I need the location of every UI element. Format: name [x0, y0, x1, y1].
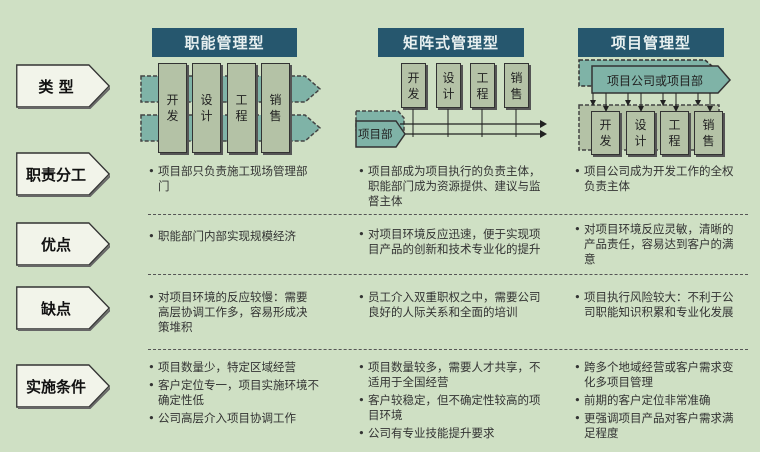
- matrix-lines: [355, 109, 547, 148]
- row-divider: [148, 349, 748, 350]
- cell-responsibility-project: 项目公司成为开发工作的全权负责主体: [574, 164, 744, 197]
- row-label-advantages: 优点: [15, 221, 110, 267]
- cell-advantages-functional: 职能部门内部实现规模经济: [148, 229, 338, 247]
- cell-disadvantages-project: 项目执行风险较大：不利于公司职能知识积累和专业化发展: [574, 290, 744, 323]
- column-header-project: 项目管理型: [578, 28, 724, 57]
- cell-responsibility-functional: 项目部只负责施工现场管理部门: [148, 164, 318, 197]
- cell-advantages-project: 对项目环境反应灵敏，清晰的产品责任，容易达到客户的满意: [574, 222, 744, 270]
- dept-box-development: 开发: [591, 111, 620, 155]
- dept-box-design: 设计: [626, 111, 655, 155]
- row-label-disadvantages: 缺点: [15, 285, 110, 331]
- row-divider: [148, 214, 748, 215]
- condition-item: 客户较稳定，但不确定性较高的项目环境: [358, 393, 546, 423]
- pentagon-arrow-icon: [16, 64, 110, 109]
- cell-responsibility-matrix: 项目部成为项目执行的负责主体，职能部门成为资源提供、建议与监督主体: [358, 164, 542, 212]
- dept-box-sales: 销售: [694, 111, 723, 155]
- dept-box-development: 开发: [158, 63, 187, 153]
- dept-box-design: 设计: [192, 63, 221, 153]
- project-company-label: 项目公司或项目部: [607, 74, 704, 88]
- pentagon-arrow-icon: [16, 364, 110, 409]
- pentagon-arrow-icon: [16, 286, 110, 331]
- column-header-matrix: 矩阵式管理型: [378, 28, 524, 57]
- row-divider: [148, 274, 748, 275]
- row-label-conditions: 实施条件: [15, 363, 110, 409]
- cell-disadvantages-functional: 对项目环境的反应较慢：需要高层协调工作多，容易形成决策堆积: [148, 290, 308, 338]
- condition-item: 公司高层介入项目协调工作: [148, 411, 330, 426]
- cell-disadvantages-matrix: 员工介入双重职权之中，需要公司良好的人际关系和全面的培训: [358, 290, 542, 323]
- cell-conditions-matrix: 项目数量较多，需要人才共享，不适用于全国经营 客户较稳定，但不确定性较高的项目环…: [358, 360, 546, 444]
- dept-box-sales: 销售: [504, 63, 529, 108]
- condition-item: 公司有专业技能提升要求: [358, 426, 546, 441]
- condition-item: 前期的客户定位非常准确: [574, 393, 744, 408]
- cell-conditions-functional: 项目数量少，特定区域经营 客户定位专一，项目实施环境不确定性低 公司高层介入项目…: [148, 360, 330, 429]
- matrix-project-dept-label: 项目部: [358, 127, 393, 141]
- condition-item: 跨多个地域经营或客户需求变化多项目管理: [574, 360, 744, 390]
- condition-item: 客户定位专一，项目实施环境不确定性低: [148, 378, 330, 408]
- row-label-responsibility: 职责分工: [15, 151, 110, 197]
- dept-box-engineering: 工程: [470, 63, 495, 108]
- dept-box-development: 开发: [401, 63, 426, 108]
- condition-item: 更强调项目产品对客户需求满足程度: [574, 411, 744, 441]
- cell-conditions-project: 跨多个地域经营或客户需求变化多项目管理 前期的客户定位非常准确 更强调项目产品对…: [574, 360, 744, 444]
- dept-box-design: 设计: [436, 63, 461, 108]
- dept-box-engineering: 工程: [660, 111, 689, 155]
- pentagon-arrow-icon: [16, 152, 110, 197]
- cell-advantages-matrix: 对项目环境反应迅速，便于实现项目产品的创新和技术专业化的提升: [358, 227, 542, 260]
- dept-box-engineering: 工程: [227, 63, 256, 153]
- condition-item: 项目数量少，特定区域经营: [148, 360, 330, 375]
- condition-item: 项目数量较多，需要人才共享，不适用于全国经营: [358, 360, 546, 390]
- pentagon-arrow-icon: [16, 222, 110, 267]
- dept-box-sales: 销售: [261, 63, 290, 153]
- row-label-type: 类 型: [15, 63, 110, 109]
- column-header-functional: 职能管理型: [152, 28, 297, 57]
